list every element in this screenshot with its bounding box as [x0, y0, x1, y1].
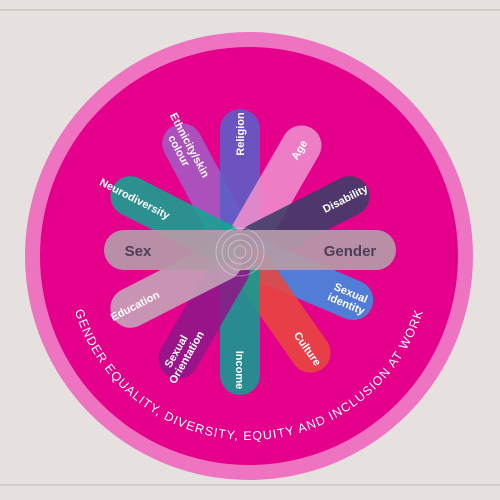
petal-label: Religion	[235, 112, 247, 156]
petal-shape	[158, 249, 250, 379]
center-rings	[215, 227, 265, 277]
center-bar-shape	[104, 230, 396, 270]
petal-shape	[230, 125, 322, 255]
sex-gender-bar: Sex Gender	[104, 230, 396, 270]
gender-label: Gender	[324, 243, 377, 260]
sex-label: Sex	[125, 243, 152, 260]
top-rule	[0, 9, 500, 11]
petal-sexual-orientation	[158, 249, 250, 379]
bottom-rule	[0, 484, 500, 486]
petal-label: Income	[233, 351, 245, 390]
petal-age	[230, 125, 322, 255]
